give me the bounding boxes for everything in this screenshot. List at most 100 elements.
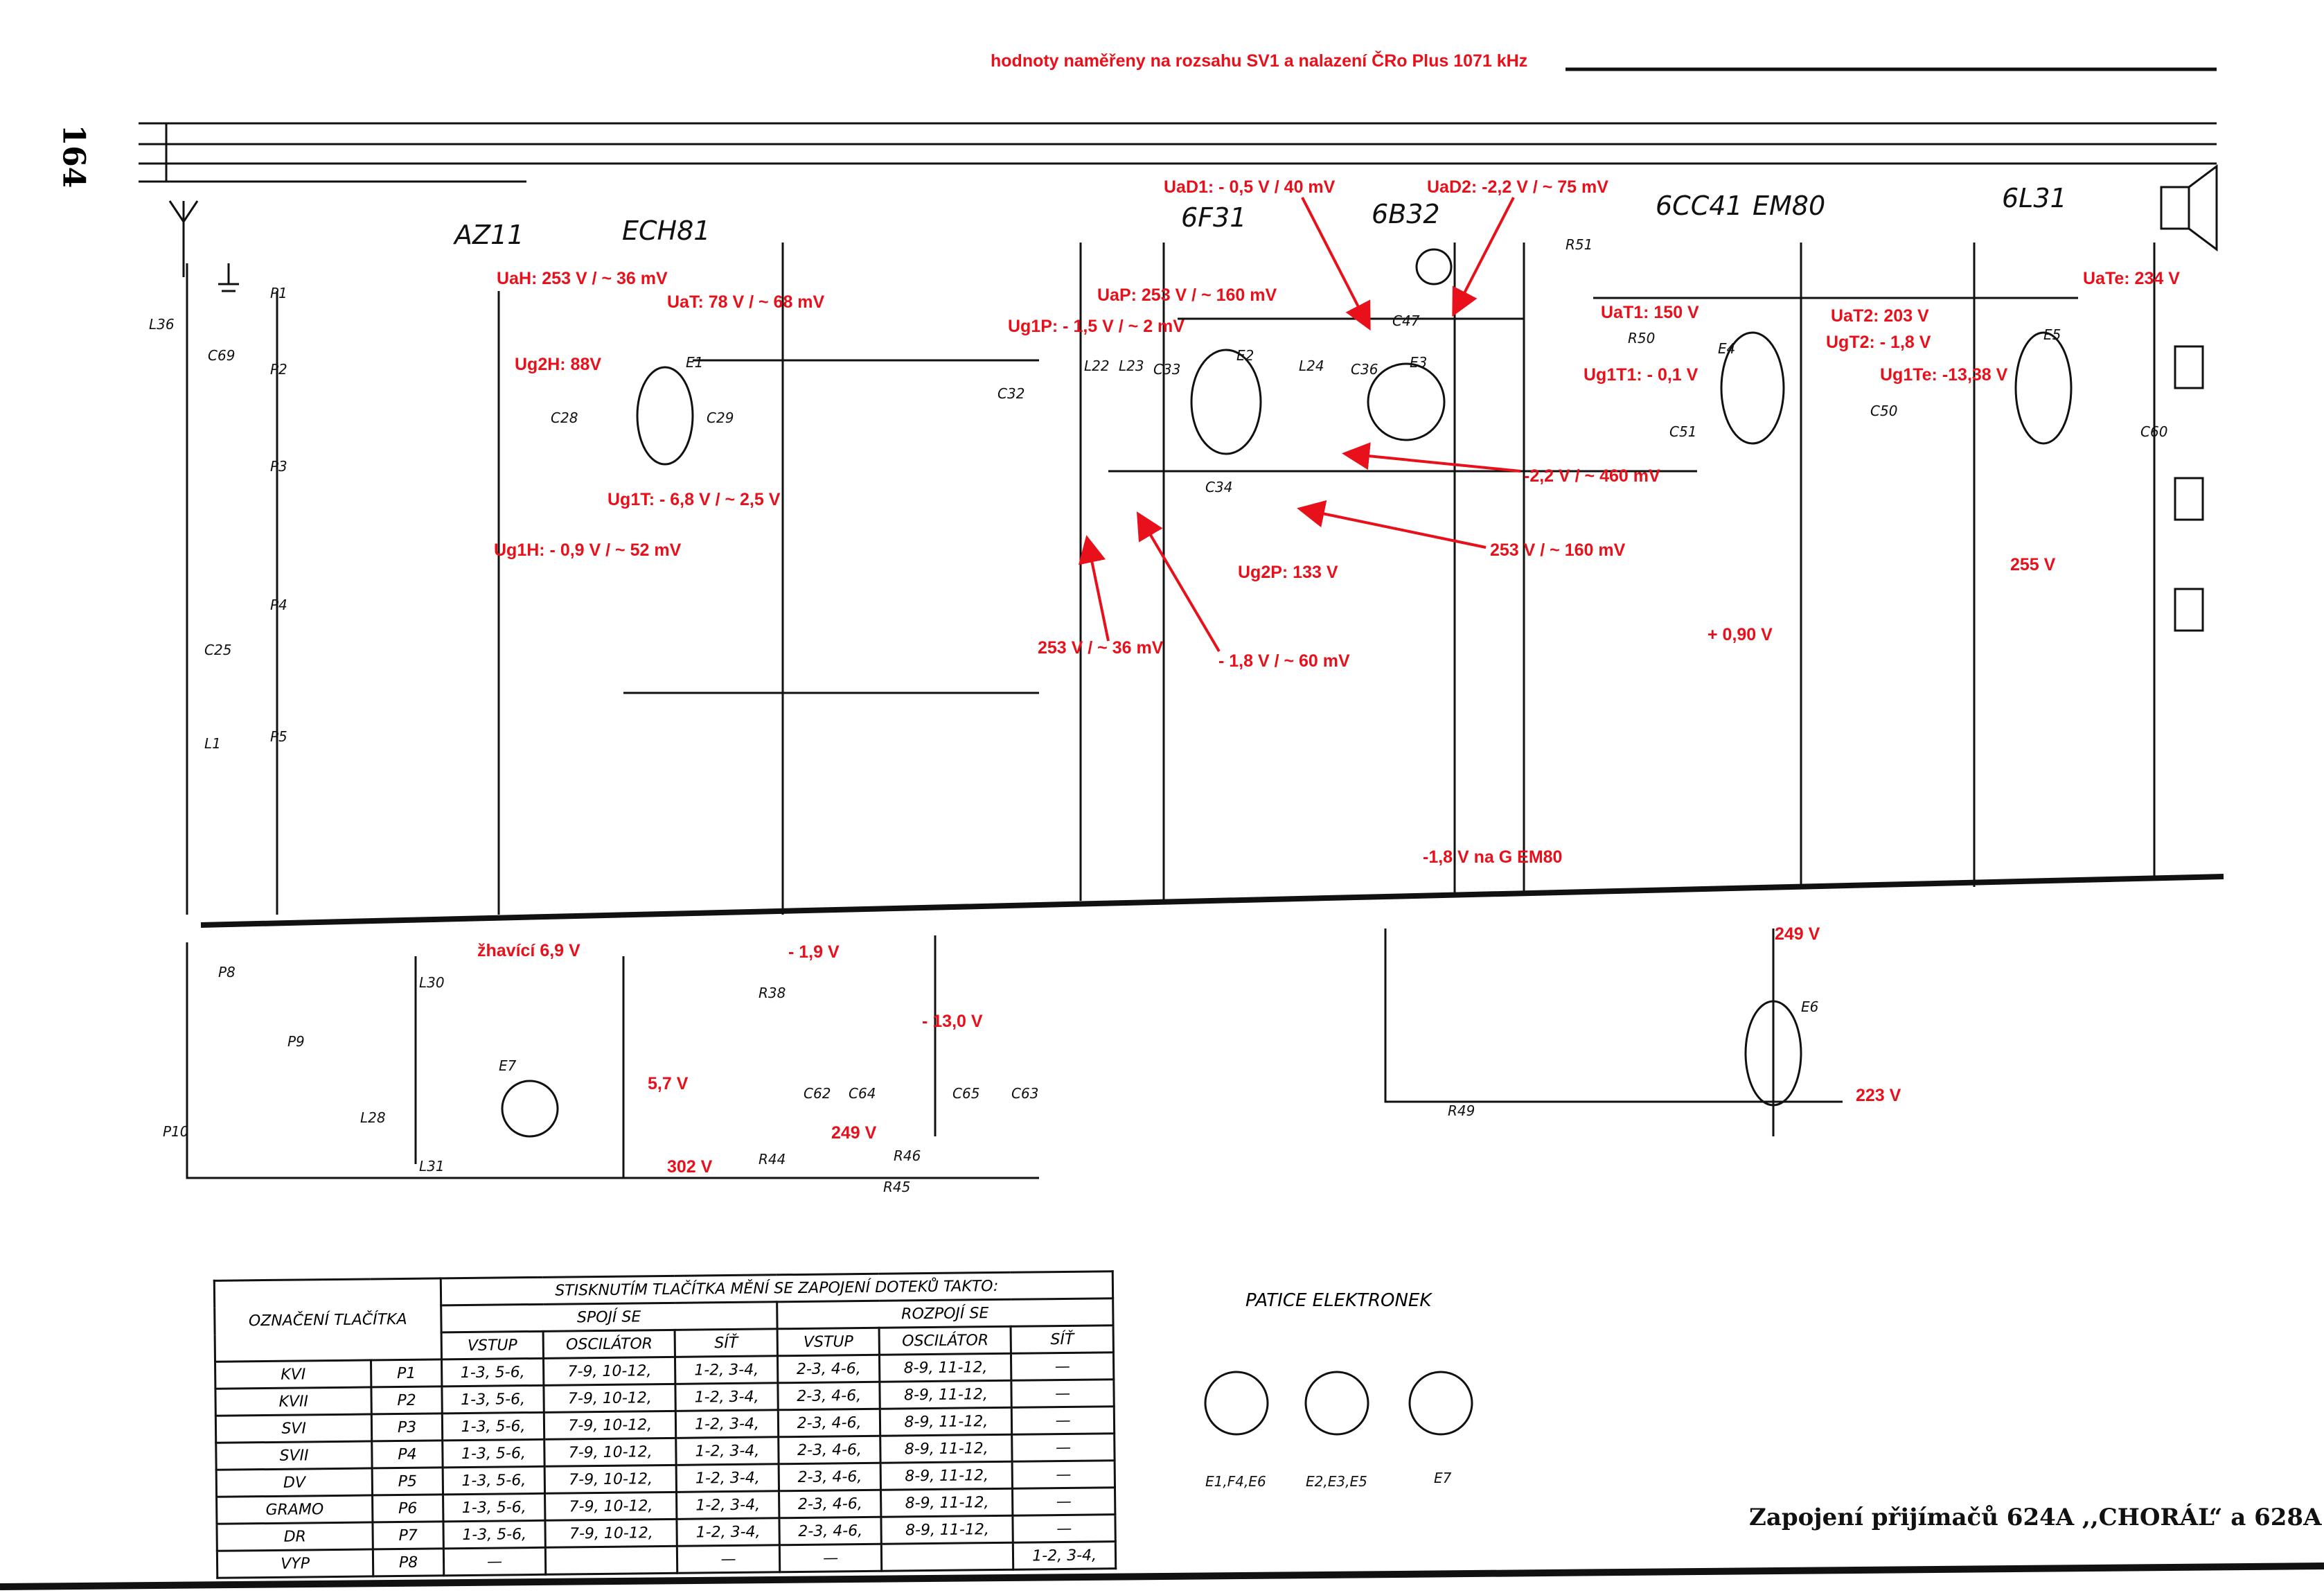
annotation: UgT2: - 1,8 V bbox=[1826, 333, 1931, 352]
component-label: C63 bbox=[1011, 1085, 1038, 1102]
table-cell: DR bbox=[216, 1522, 373, 1551]
table-cell: 1-2, 3-4, bbox=[675, 1382, 779, 1411]
table-cell: — bbox=[1011, 1352, 1114, 1381]
tube-label: 6F31 bbox=[1181, 202, 1246, 233]
component-label: C50 bbox=[1870, 403, 1897, 419]
component-label: R51 bbox=[1565, 236, 1593, 253]
table-cell: 7-9, 10-12, bbox=[544, 1492, 677, 1521]
annotation: Ug1Te: -13,38 V bbox=[1880, 365, 2008, 385]
table-cell: 2-3, 4-6, bbox=[778, 1463, 881, 1491]
component-labels: P1 P2 P3 P4 P5 L36 C69 C25 L1 C28 C29 E1… bbox=[149, 236, 2167, 1195]
tube-label: AZ11 bbox=[452, 220, 524, 250]
table-cell: 1-2, 3-4, bbox=[676, 1490, 779, 1520]
annotation: - 1,8 V / ~ 60 mV bbox=[1218, 651, 1350, 671]
annotation: UaT2: 203 V bbox=[1831, 306, 1929, 326]
table-cell: 7-9, 10-12, bbox=[544, 1465, 677, 1494]
component-label: C64 bbox=[849, 1085, 876, 1102]
table-cell: 7-9, 10-12, bbox=[543, 1357, 676, 1386]
table-cell: 1-2, 3-4, bbox=[676, 1463, 779, 1493]
component-label: L28 bbox=[360, 1109, 386, 1126]
component-label: E2 bbox=[1236, 347, 1254, 364]
component-label: C62 bbox=[804, 1085, 831, 1102]
annotation: -1,8 V na G EM80 bbox=[1423, 847, 1562, 867]
component-label: R50 bbox=[1628, 330, 1655, 346]
table-cell: 1-3, 5-6, bbox=[442, 1439, 545, 1468]
component-label: P4 bbox=[270, 597, 287, 613]
annotation: Ug1T: - 6,8 V / ~ 2,5 V bbox=[607, 490, 781, 509]
component-label: L36 bbox=[149, 316, 175, 333]
table-cell: — bbox=[779, 1544, 882, 1572]
annotation: UaT1: 150 V bbox=[1601, 303, 1699, 322]
component-label: C51 bbox=[1669, 423, 1696, 440]
table-cell: — bbox=[1011, 1406, 1115, 1435]
component-label: E1,F4,E6 bbox=[1205, 1473, 1266, 1490]
annotation: Ug1H: - 0,9 V / ~ 52 mV bbox=[494, 540, 682, 560]
table-cell: SVII bbox=[215, 1441, 373, 1470]
table-cell: 7-9, 10-12, bbox=[544, 1438, 677, 1467]
annotation: Ug1P: - 1,5 V / ~ 2 mV bbox=[1008, 317, 1185, 336]
sockets-title: PATICE ELEKTRONEK bbox=[1245, 1290, 1432, 1311]
header-note: hodnoty naměřeny na rozsahu SV1 a nalaze… bbox=[991, 50, 1527, 71]
sub-header: VSTUP bbox=[777, 1328, 880, 1356]
table-cell: KVII bbox=[215, 1387, 372, 1416]
annotation: Ug1T1: - 0,1 V bbox=[1584, 365, 1698, 385]
table-cell: GRAMO bbox=[216, 1495, 373, 1524]
table-cell: — bbox=[1013, 1514, 1116, 1543]
component-label: L23 bbox=[1119, 358, 1144, 374]
table-cell: 1-3, 5-6, bbox=[442, 1466, 545, 1495]
table-cell: 1-2, 3-4, bbox=[675, 1409, 779, 1438]
table-cell: 2-3, 4-6, bbox=[779, 1517, 882, 1545]
component-label: R38 bbox=[759, 985, 786, 1001]
component-label: P10 bbox=[163, 1123, 189, 1140]
component-label: E4 bbox=[1718, 340, 1735, 357]
annotation: - 1,9 V bbox=[788, 942, 840, 962]
table-cell: — bbox=[1012, 1460, 1115, 1489]
table-cell: 2-3, 4-6, bbox=[779, 1490, 882, 1518]
page-edge bbox=[0, 1563, 2324, 1590]
table-cell: 8-9, 11-12, bbox=[880, 1407, 1012, 1436]
annotation: UaD2: -2,2 V / ~ 75 mV bbox=[1427, 177, 1608, 197]
table-cell: 1-3, 5-6, bbox=[441, 1385, 544, 1414]
table-cell: P4 bbox=[371, 1440, 443, 1468]
table-cell: 8-9, 11-12, bbox=[879, 1353, 1012, 1382]
component-label: C25 bbox=[204, 642, 231, 658]
component-label: P9 bbox=[287, 1033, 305, 1050]
component-label: L24 bbox=[1299, 358, 1324, 374]
component-label: E5 bbox=[2043, 326, 2061, 343]
table-cell: VYP bbox=[217, 1549, 374, 1578]
table-cell: KVI bbox=[215, 1359, 372, 1389]
tube-label: 6L31 bbox=[2002, 183, 2067, 213]
table-cell: 1-3, 5-6, bbox=[441, 1358, 544, 1387]
component-label: C34 bbox=[1205, 479, 1232, 495]
table-cell: 7-9, 10-12, bbox=[544, 1384, 676, 1413]
table-cell: P7 bbox=[373, 1521, 444, 1549]
sub-header: SÍŤ bbox=[1011, 1325, 1114, 1354]
component-label: C29 bbox=[707, 410, 734, 426]
table-cell: 7-9, 10-12, bbox=[545, 1519, 677, 1548]
table-cell: 1-3, 5-6, bbox=[442, 1412, 545, 1441]
table-cell: — bbox=[677, 1544, 780, 1574]
component-label: E3 bbox=[1410, 354, 1427, 371]
component-label: P5 bbox=[270, 728, 287, 745]
annotation: + 0,90 V bbox=[1707, 625, 1773, 644]
component-label: R49 bbox=[1448, 1102, 1475, 1119]
component-label: P2 bbox=[270, 361, 287, 378]
tube-label: 6B32 bbox=[1372, 199, 1440, 229]
component-label: E7 bbox=[1434, 1470, 1452, 1486]
table-cell: P6 bbox=[372, 1494, 443, 1522]
tube-symbols bbox=[501, 248, 2073, 1138]
table-cell: — bbox=[1011, 1433, 1115, 1462]
tube-labels: AZ11 ECH81 6F31 6B32 6CC41 EM80 6L31 bbox=[452, 183, 2067, 250]
component-label: C65 bbox=[952, 1085, 979, 1102]
table-cell: 1-2, 3-4, bbox=[675, 1355, 778, 1384]
component-label: E7 bbox=[499, 1057, 517, 1074]
component-label: R46 bbox=[894, 1147, 921, 1164]
component-label: C36 bbox=[1351, 361, 1378, 378]
tube-label: EM80 bbox=[1753, 191, 1825, 221]
annotation: 5,7 V bbox=[648, 1074, 689, 1093]
column-label: OZNAČENÍ TLAČÍTKA bbox=[214, 1278, 442, 1362]
annotation: žhavící 6,9 V bbox=[477, 941, 580, 960]
table-cell: P2 bbox=[371, 1386, 443, 1414]
